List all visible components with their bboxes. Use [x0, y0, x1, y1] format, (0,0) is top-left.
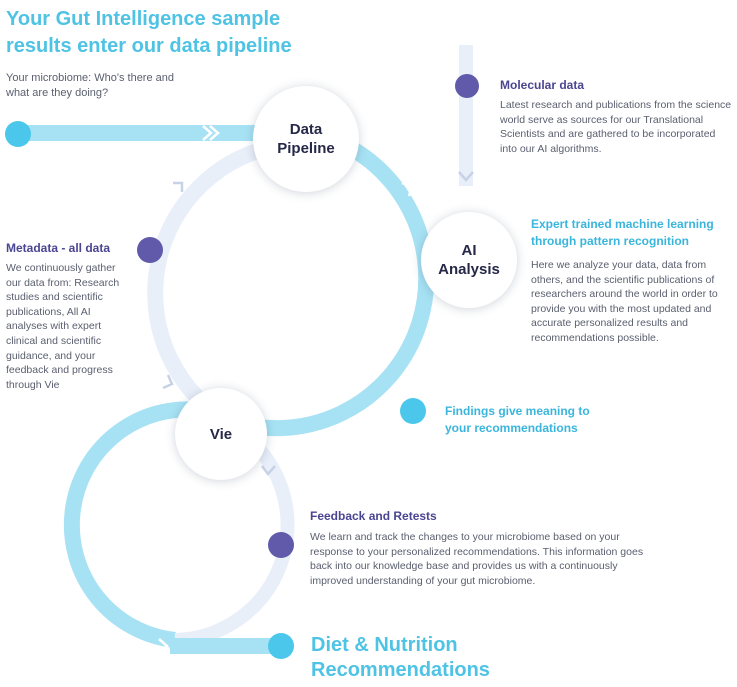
molecular-dot [455, 74, 479, 98]
arrow-chevron-icon [202, 125, 213, 141]
input-dot [5, 121, 31, 147]
molecular-heading: Molecular data [500, 78, 585, 92]
metadata-dot [137, 237, 163, 263]
metadata-body: We continuously gather our data from: Re… [6, 262, 120, 391]
molecular-body: Latest research and publications from th… [500, 99, 732, 155]
expert-heading: Expert trained machine learning through … [531, 217, 714, 248]
findings-heading: Findings give meaning to your recommenda… [445, 404, 590, 435]
node-ai-analysis: AI Analysis [421, 212, 517, 308]
lower-left-track [63, 401, 201, 648]
node-data-pipeline-label: Data Pipeline [277, 121, 335, 157]
node-ai-analysis-label: AI Analysis [438, 242, 500, 278]
final-recommendations-label: Diet & Nutrition Recommendations [311, 634, 490, 681]
upper-right-track [219, 124, 435, 437]
arrow-chevron-icon [401, 181, 414, 197]
node-vie: Vie [175, 388, 267, 480]
intro-text: Your microbiome: Who's there and what ar… [6, 72, 174, 99]
feedback-body: We learn and track the changes to your m… [310, 531, 644, 587]
arrow-chevron-icon [162, 374, 174, 390]
upper-left-track [147, 137, 284, 425]
arrow-chevron-icon [458, 171, 474, 182]
feedback-heading: Feedback and Retests [310, 509, 437, 523]
page-title: Your Gut Intelligence sample results ent… [6, 8, 292, 57]
findings-dot [400, 398, 426, 424]
lower-right-track [174, 434, 295, 647]
arrow-chevron-icon [158, 638, 169, 654]
final-dot [268, 633, 294, 659]
feedback-dot [268, 532, 294, 558]
expert-body: Here we analyze your data, data from oth… [531, 259, 718, 344]
arrow-chevron-icon [319, 436, 332, 452]
arrow-chevron-icon [209, 125, 220, 141]
metadata-heading: Metadata - all data [6, 241, 111, 255]
node-vie-label: Vie [209, 425, 233, 443]
arrow-chevron-icon [261, 465, 276, 476]
node-data-pipeline: Data Pipeline [253, 86, 359, 192]
arrow-chevron-icon [173, 181, 184, 192]
